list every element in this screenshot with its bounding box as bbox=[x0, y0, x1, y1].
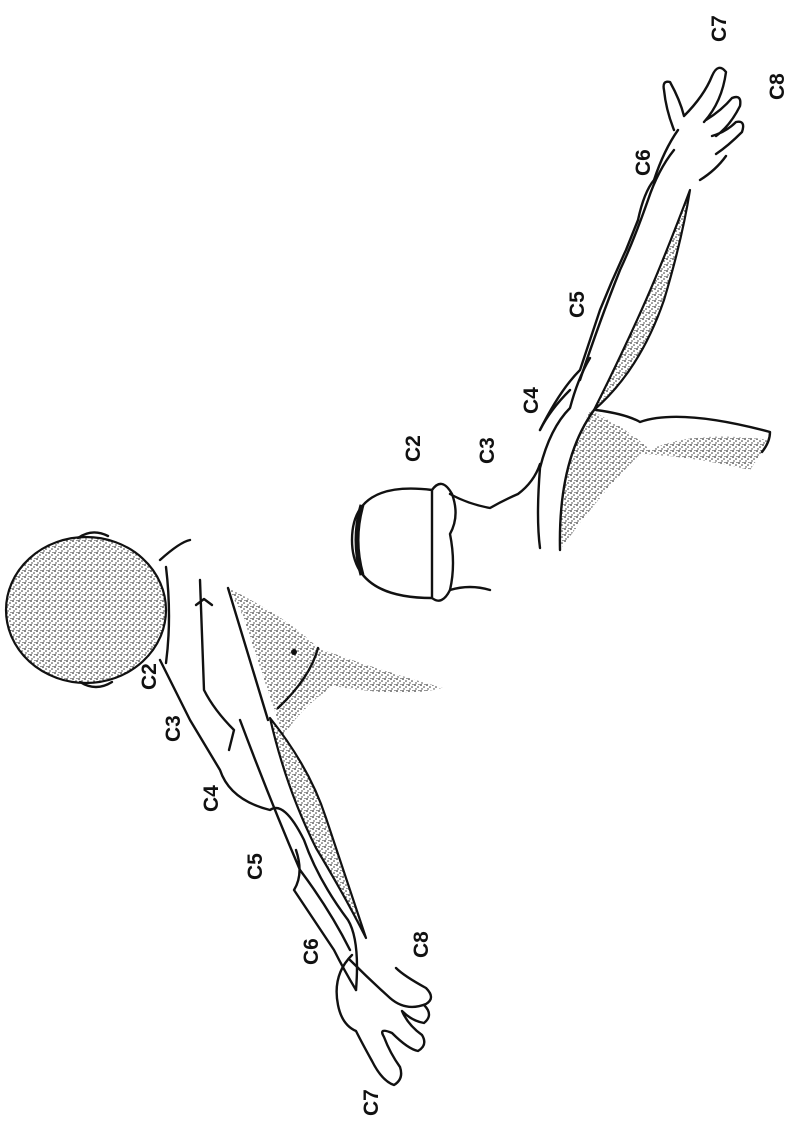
head-a bbox=[6, 537, 166, 683]
head-b bbox=[352, 489, 432, 598]
label-b-c7: C7 bbox=[708, 15, 731, 42]
arm-shaded-a bbox=[270, 718, 366, 938]
label-a-c4: C4 bbox=[200, 785, 223, 812]
label-a-c2: C2 bbox=[138, 663, 161, 690]
figure-a: C2 C3 C4 C5 C6 C8 C7 bbox=[6, 532, 443, 1116]
label-b-c4: C4 bbox=[520, 387, 543, 414]
label-a-c5: C5 bbox=[244, 853, 267, 880]
label-b-c8: C8 bbox=[766, 73, 789, 100]
ear-mark-a bbox=[196, 599, 212, 605]
face-b bbox=[432, 484, 456, 601]
chest-shaded-a bbox=[228, 588, 443, 736]
figure-b: C2 C3 C4 C5 C6 C7 C8 bbox=[352, 15, 789, 601]
label-a-c7: C7 bbox=[360, 1089, 383, 1116]
label-a-c3: C3 bbox=[162, 715, 185, 742]
label-b-c5: C5 bbox=[566, 291, 589, 318]
label-a-c6: C6 bbox=[300, 938, 323, 965]
label-b-c2: C2 bbox=[402, 435, 425, 462]
label-b-c6: C6 bbox=[632, 149, 655, 176]
torso-shaded-b bbox=[560, 410, 770, 550]
hair-line-b bbox=[357, 505, 362, 575]
label-b-c3: C3 bbox=[476, 437, 499, 464]
neck-inner-a bbox=[200, 580, 234, 750]
neck-b bbox=[450, 464, 540, 590]
nipple-dot-a bbox=[291, 649, 297, 655]
label-a-c8: C8 bbox=[410, 931, 433, 958]
hand-a bbox=[337, 955, 431, 1085]
hand-b bbox=[664, 68, 744, 180]
